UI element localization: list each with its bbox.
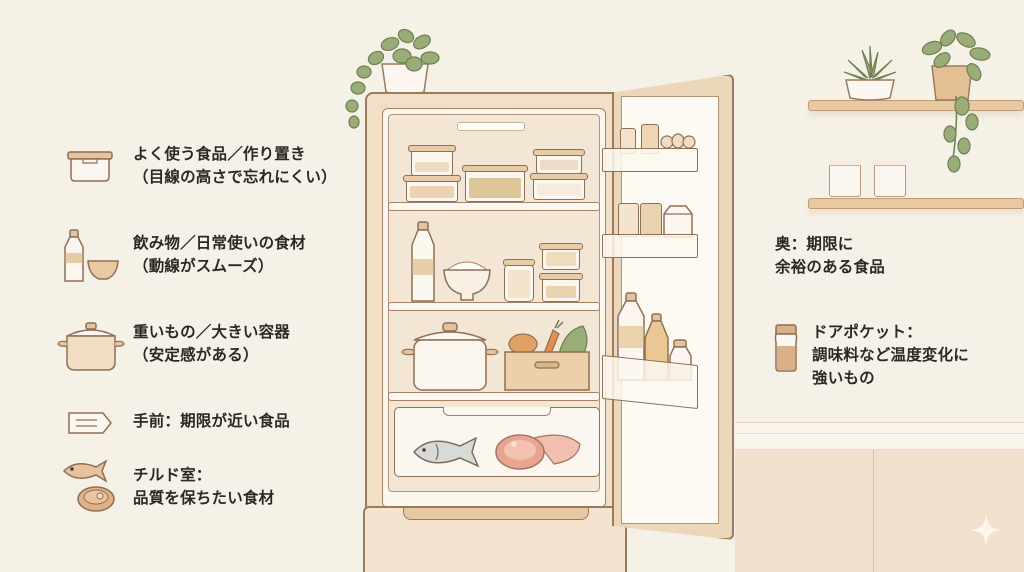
spice-jar <box>618 203 639 237</box>
fridge-shelf-1 <box>388 202 600 211</box>
milk-carton-icon <box>663 205 693 238</box>
food-container <box>408 145 456 176</box>
sparkle-icon <box>970 514 1002 546</box>
jar <box>503 259 535 302</box>
freezer-drawer[interactable] <box>363 506 627 572</box>
label-back: 奥：期限に 余裕のある食品 <box>775 235 885 276</box>
cabinet-divider <box>873 450 874 572</box>
legend-bottom: 重いもの／大きい容器 （安定感がある） <box>133 323 291 364</box>
meat-icon <box>495 434 581 470</box>
drawer-handle[interactable] <box>443 407 551 416</box>
door-pocket-1 <box>602 148 698 172</box>
food-container <box>539 273 583 302</box>
interior-light <box>457 122 525 131</box>
potted-plant-on-fridge-icon <box>345 28 440 129</box>
legend-chilled: チルド室： 品質を保ちたい食材 <box>133 466 275 507</box>
kitchen-cabinet <box>735 450 1024 572</box>
kitchen-counter <box>735 422 1024 450</box>
pot-icon <box>57 322 125 371</box>
fridge-shelf-3 <box>388 392 600 401</box>
fish-and-meat-icon <box>62 459 115 512</box>
food-container <box>462 165 528 202</box>
hanging-pothos-plant-icon <box>921 29 991 173</box>
bottle-and-bowl-icon <box>64 229 119 282</box>
cooking-pot-icon <box>401 322 499 391</box>
milk-bottle-icon <box>411 221 435 302</box>
freezer-handle[interactable] <box>403 508 589 520</box>
food-container <box>403 175 461 202</box>
food-container <box>539 243 583 270</box>
fridge-shelf-2 <box>388 302 600 311</box>
food-container <box>530 173 588 200</box>
food-container-icon <box>67 151 113 182</box>
storage-jar-icon <box>874 159 906 197</box>
wall-shelf-lower <box>808 198 1024 209</box>
storage-jar-icon <box>829 159 861 197</box>
seasoning-shaker-icon <box>774 324 798 372</box>
legend-front: 手前：期限が近い食品 <box>133 412 291 430</box>
eggs-icon <box>660 133 696 148</box>
food-container <box>533 149 585 174</box>
rice-bowl-icon <box>443 261 491 301</box>
label-tag-icon <box>68 412 112 434</box>
legend-eye-level: よく使う食品／作り置き （目線の高さで忘れにくい） <box>133 145 337 186</box>
vegetable-box-icon <box>504 320 590 391</box>
fish-icon <box>412 436 480 468</box>
spice-jar <box>640 203 662 237</box>
legend-middle: 飲み物／日常使いの食材 （動線がスムーズ） <box>133 234 306 275</box>
label-door-pocket: ドアポケット： 調味料など温度変化に 強いもの <box>812 323 970 387</box>
door-pocket-2 <box>602 234 698 258</box>
succulent-plant-icon <box>843 45 897 101</box>
